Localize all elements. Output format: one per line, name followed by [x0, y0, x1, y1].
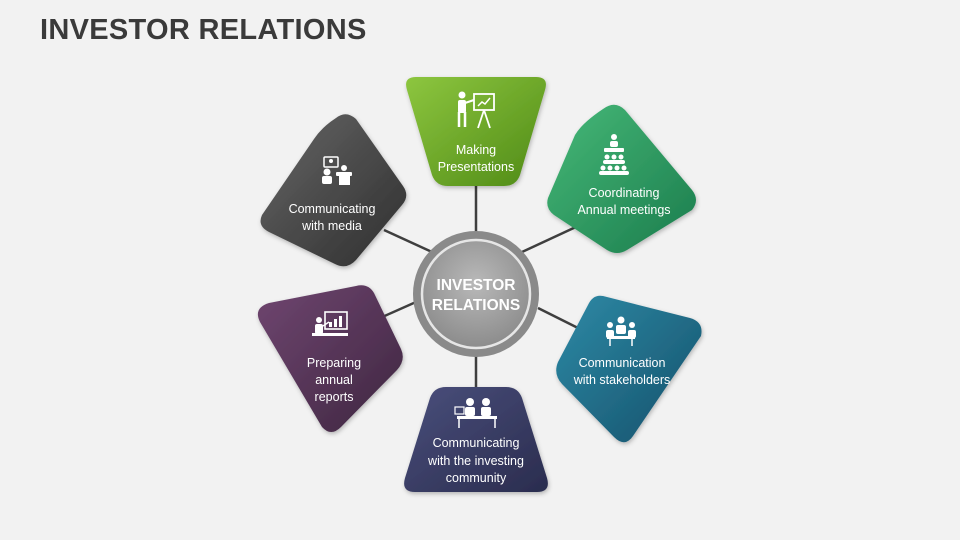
presenter-board-icon [457, 91, 495, 129]
media-interview-icon [322, 156, 352, 185]
node-shape-making-presentations [406, 77, 546, 186]
node-shape-coordinating-annual-meetings [547, 104, 696, 253]
connector-bottom-left [379, 300, 417, 320]
node-labels: Making Presentations Coordinating Annual… [289, 143, 671, 485]
meeting-audience-icon [599, 134, 629, 175]
node-label-communicating-with-investing-community-line-3: community [446, 471, 507, 485]
node-shape-communicating-with-media [260, 114, 407, 267]
report-chart-icon [312, 311, 348, 336]
node-label-communicating-with-media-line-1: Communicating [289, 202, 376, 216]
table-meeting-icon [606, 316, 636, 346]
node-label-preparing-annual-reports-line-2: annual [315, 373, 353, 387]
hub-inner-circle [420, 238, 532, 350]
hub-label-line-1: INVESTOR [437, 277, 516, 294]
node-shape-preparing-annual-reports [257, 285, 403, 432]
node-label-coordinating-annual-meetings-line-1: Coordinating [589, 186, 660, 200]
connector-top-left [383, 228, 433, 254]
node-shape-communication-with-stakeholders [556, 295, 702, 443]
node-label-communicating-with-investing-community-line-2: with the investing [427, 454, 524, 468]
connector-top-right [521, 224, 579, 254]
node-label-coordinating-annual-meetings-line-2: Annual meetings [577, 203, 670, 217]
node-label-making-presentations-line-1: Making [456, 143, 496, 157]
connectors [379, 186, 583, 388]
node-label-preparing-annual-reports-line-3: reports [315, 390, 354, 404]
node-label-communicating-with-media-line-2: with media [301, 219, 362, 233]
node-shapes [257, 77, 702, 492]
node-label-preparing-annual-reports-line-1: Preparing [307, 356, 361, 370]
node-label-making-presentations-line-2: Presentations [438, 160, 514, 174]
hub: INVESTOR RELATIONS [413, 231, 539, 357]
node-label-communication-with-stakeholders-line-1: Communication [579, 356, 666, 370]
page-title: INVESTOR RELATIONS [40, 14, 367, 46]
node-label-communicating-with-investing-community-line-1: Communicating [433, 436, 520, 450]
connector-bottom-right [537, 306, 583, 332]
hub-label-line-2: RELATIONS [432, 297, 520, 314]
desk-discussion-icon [454, 398, 497, 428]
node-label-communication-with-stakeholders-line-2: with stakeholders [573, 373, 671, 387]
node-shape-communicating-with-investing-community [404, 387, 548, 492]
